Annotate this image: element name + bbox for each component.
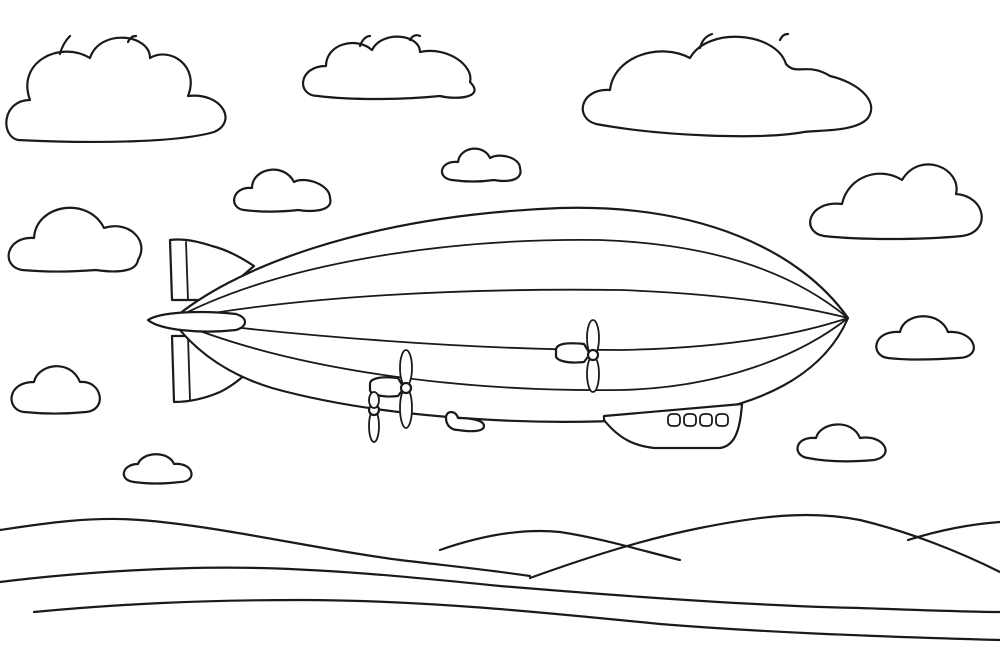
hills [0,513,1000,642]
cloud-top-center [301,35,476,101]
gondola-window [715,413,729,427]
hill-back-right [438,529,682,562]
gondola-windows [667,413,729,427]
cloud-edge-top [58,32,790,56]
envelope-seam-4 [171,317,849,392]
clouds [5,32,983,485]
gondola-window [667,413,681,427]
upper-tail-fin [168,238,256,302]
envelope-seam-2 [171,288,849,321]
propeller-blade [399,349,413,387]
propeller-lower [367,391,381,443]
hill-front [0,566,1000,614]
cloud-top-right [581,35,873,138]
cloud-mid-left [233,168,332,213]
cloud-right-small [875,315,975,361]
cloud-left [7,206,143,273]
hill-left [0,517,532,578]
propeller-hub [586,348,600,362]
fin-edge-top [185,241,189,301]
cloud-small-mid [441,147,522,183]
cloud-left-low [10,365,101,415]
envelope-seam-1 [171,238,849,321]
fin-edge-bottom [187,335,191,401]
gondola-window [683,413,697,427]
propeller-hub [399,381,413,395]
cloud-right-mid [809,163,983,241]
tail-cone [146,310,247,333]
hill-foreground [32,598,1000,642]
cloud-left-bottom [122,453,193,485]
propeller-blade [368,391,380,409]
cloud-top-left [5,36,227,144]
cloud-right-low [796,423,887,463]
propeller-right [554,319,600,393]
airship [146,206,850,450]
gondola-window [699,413,713,427]
engine-pod [554,342,592,364]
airship-envelope [170,206,850,423]
hill-mid [528,513,1000,580]
engine-car-small [444,410,486,433]
propeller-blade [586,355,600,393]
